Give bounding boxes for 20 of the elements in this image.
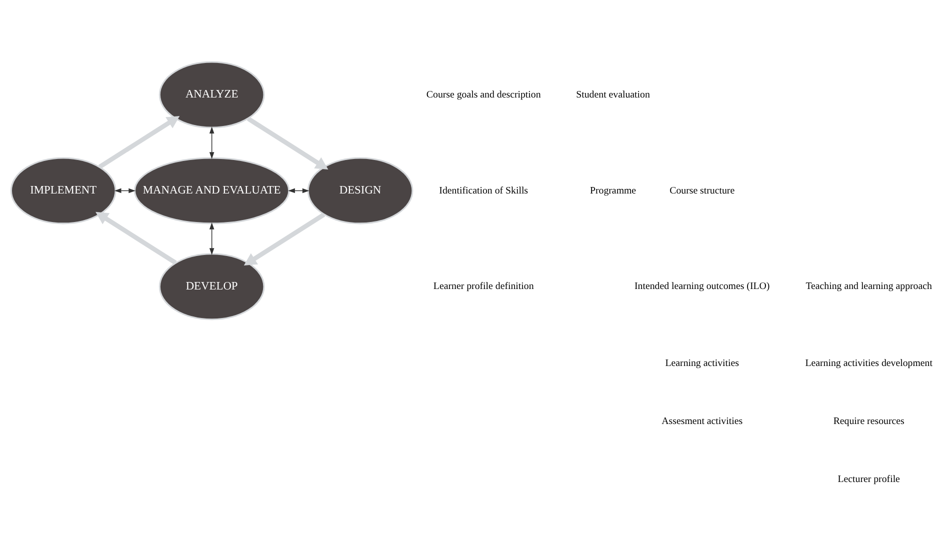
- arrow: [96, 211, 177, 264]
- arrow: [209, 126, 214, 159]
- node-ellipse: MANAGE AND EVALUATE: [134, 156, 290, 224]
- label: Student evaluation: [576, 88, 650, 100]
- label: Require resources: [833, 415, 904, 426]
- label: Course goals and description: [426, 88, 541, 100]
- label: Learner profile definition: [433, 280, 534, 292]
- label: Learning activities: [665, 358, 739, 369]
- arrow: [244, 212, 326, 265]
- label: Assesment activities: [662, 415, 743, 426]
- arrow: [209, 222, 214, 254]
- label: Intended learning outcomes (ILO): [634, 280, 770, 292]
- label: Learning activities development: [805, 358, 932, 369]
- label: Teaching and learning approach: [806, 280, 932, 292]
- label: Programme: [590, 184, 636, 196]
- label: Identification of Skills: [439, 184, 528, 196]
- arrow: [246, 116, 328, 170]
- label: Lecturer profile: [838, 473, 900, 484]
- label: Course structure: [670, 184, 735, 196]
- arrow: [98, 116, 180, 168]
